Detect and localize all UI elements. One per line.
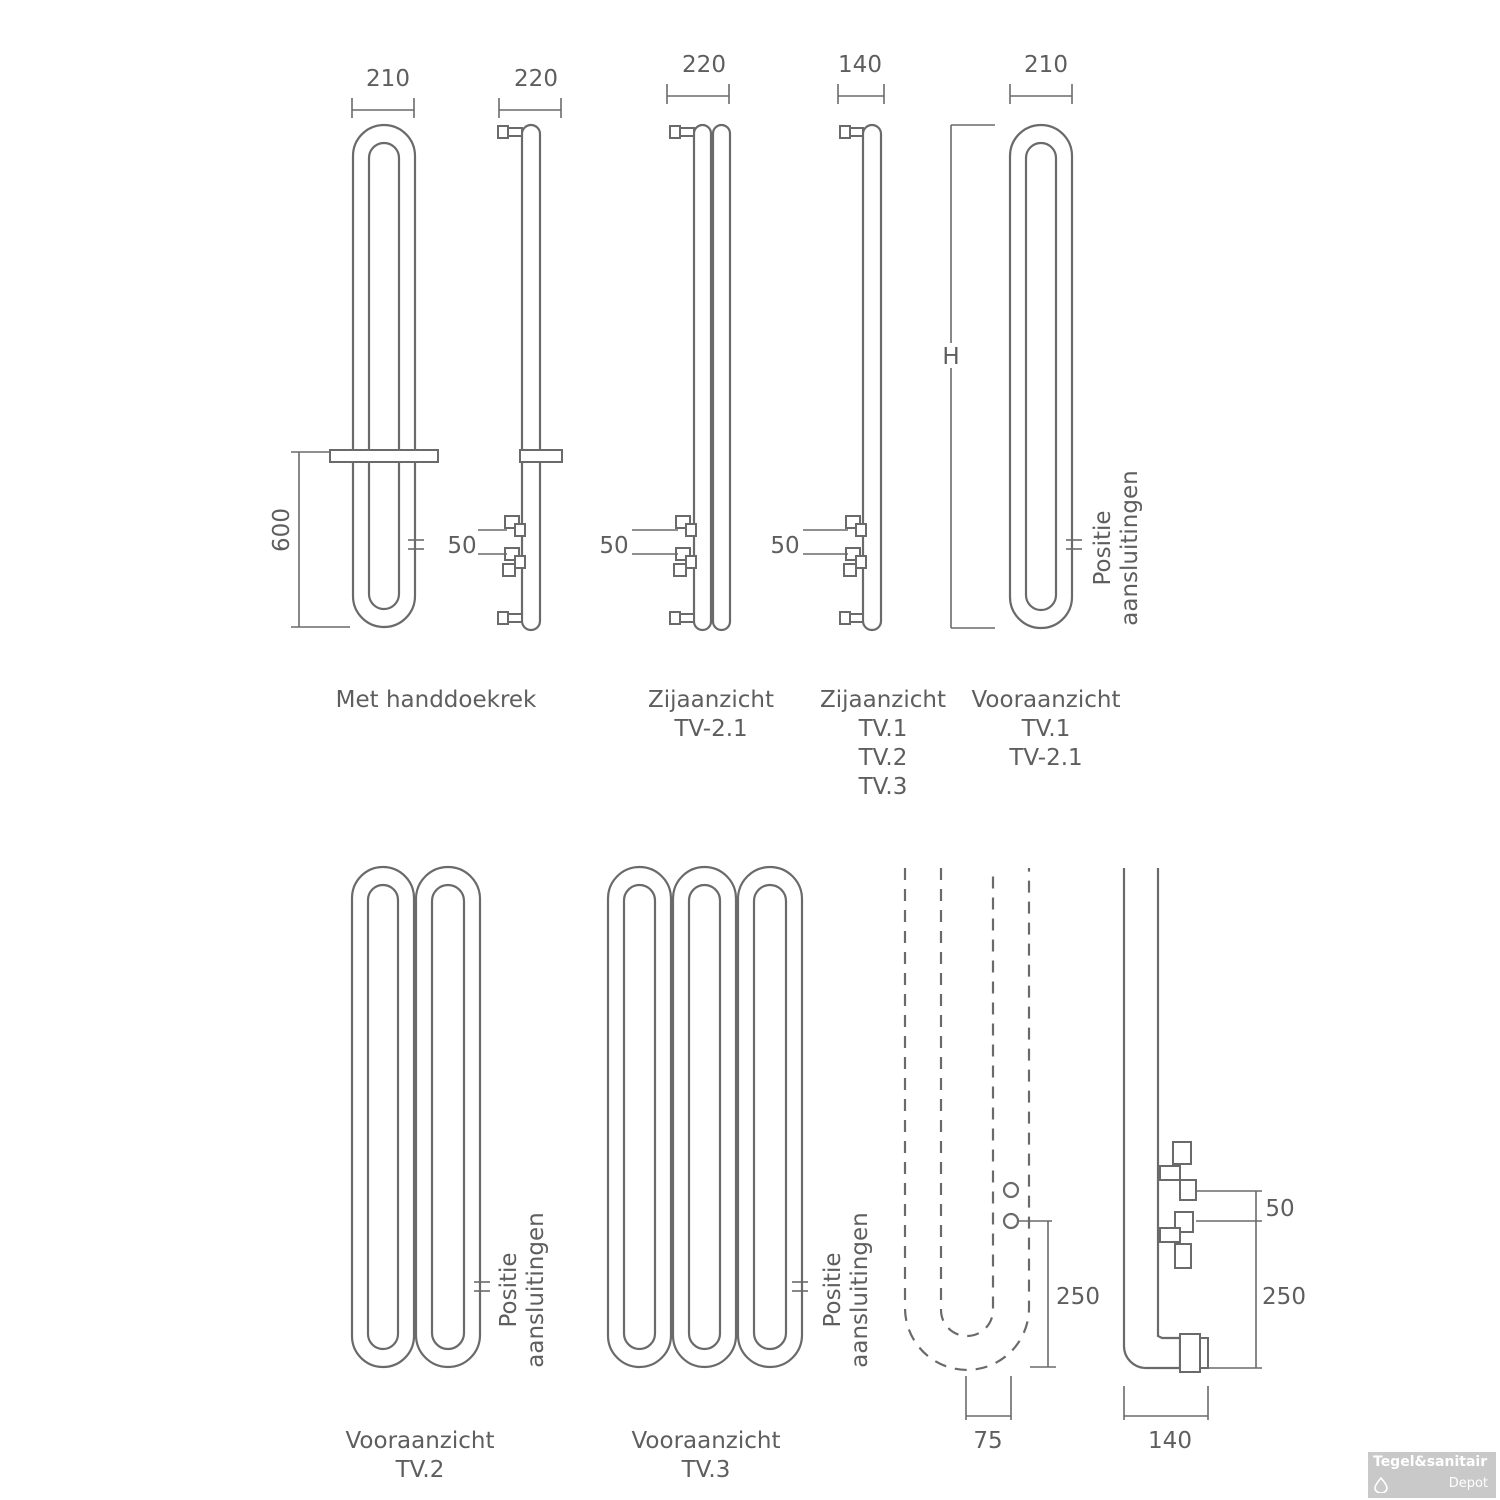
- caption-front-view-tv1-line-1: Vooraanzicht: [971, 687, 1120, 713]
- brand-logo-line-2: Depot: [1448, 1476, 1488, 1491]
- caption-front-view-tv3-line-1: Vooraanzicht: [631, 1428, 780, 1454]
- dimension-spacing-50: 50: [1265, 1196, 1294, 1222]
- caption-front-view-tv1-line-3: TV-2.1: [1008, 745, 1082, 771]
- side-view-with-towel-rail: [478, 98, 563, 632]
- connection-detail-side: [1122, 868, 1262, 1420]
- dimension-height-250: 250: [1056, 1284, 1100, 1310]
- caption-side-view-tv-line-3: TV.2: [858, 745, 908, 771]
- dimension-width-220: 220: [682, 52, 726, 78]
- caption-side-view-tv21-line-2: TV-2.1: [673, 716, 747, 742]
- caption-front-view-tv1-line-2: TV.1: [1021, 716, 1071, 742]
- dimension-height-h: H: [942, 344, 959, 370]
- brand-logo: Tegel&sanitair Depot: [1368, 1452, 1496, 1498]
- front-view-with-towel-rail: [291, 98, 439, 629]
- dimension-width-220: 220: [514, 66, 558, 92]
- connection-position-line-1: Positie: [1090, 510, 1116, 585]
- dimension-height-250: 250: [1262, 1284, 1306, 1310]
- connection-position-line-2: aansluitingen: [847, 1212, 873, 1367]
- connection-position-line-2: aansluitingen: [523, 1212, 549, 1367]
- caption-front-view-tv3-line-2: TV.3: [681, 1457, 731, 1483]
- dimension-width-75: 75: [973, 1428, 1002, 1454]
- caption-side-view-tv-line-4: TV.3: [858, 774, 908, 800]
- side-view-tv-1-2-3: [803, 84, 885, 632]
- brand-logo-line-1: Tegel&sanitair: [1373, 1454, 1488, 1470]
- caption-side-view-tv-line-2: TV.1: [858, 716, 908, 742]
- dimension-height-600: 600: [269, 508, 295, 552]
- connection-position-line-1: Positie: [820, 1252, 846, 1327]
- caption-met-handdoekrek: Met handdoekrek: [336, 687, 537, 713]
- dimension-width-140: 140: [1148, 1428, 1192, 1454]
- connection-position-label: Positie aansluitingen: [1090, 470, 1143, 625]
- connection-position-line-1: Positie: [496, 1252, 522, 1327]
- connection-detail-front: [903, 868, 1056, 1420]
- front-view-tv-3: [606, 865, 808, 1369]
- caption-front-view-tv2-line-2: TV.2: [395, 1457, 445, 1483]
- dimension-width-210: 210: [366, 66, 410, 92]
- front-view-tv-1: [950, 84, 1082, 630]
- connection-position-label: Positie aansluitingen: [820, 1212, 873, 1367]
- caption-front-view-tv2-line-1: Vooraanzicht: [345, 1428, 494, 1454]
- connection-position-line-2: aansluitingen: [1117, 470, 1143, 625]
- connection-position-label: Positie aansluitingen: [496, 1212, 549, 1367]
- dimension-width-210: 210: [1024, 52, 1068, 78]
- dimension-spacing-50: 50: [447, 533, 476, 559]
- dimension-spacing-50: 50: [770, 533, 799, 559]
- front-view-tv-2: [350, 865, 490, 1369]
- water-drop-icon: [1374, 1477, 1388, 1493]
- caption-side-view-tv-line-1: Zijaanzicht: [820, 687, 946, 713]
- dimension-width-140: 140: [838, 52, 882, 78]
- caption-side-view-tv21-line-1: Zijaanzicht: [648, 687, 774, 713]
- dimension-spacing-50: 50: [599, 533, 628, 559]
- side-view-tv-2-1: [632, 84, 732, 632]
